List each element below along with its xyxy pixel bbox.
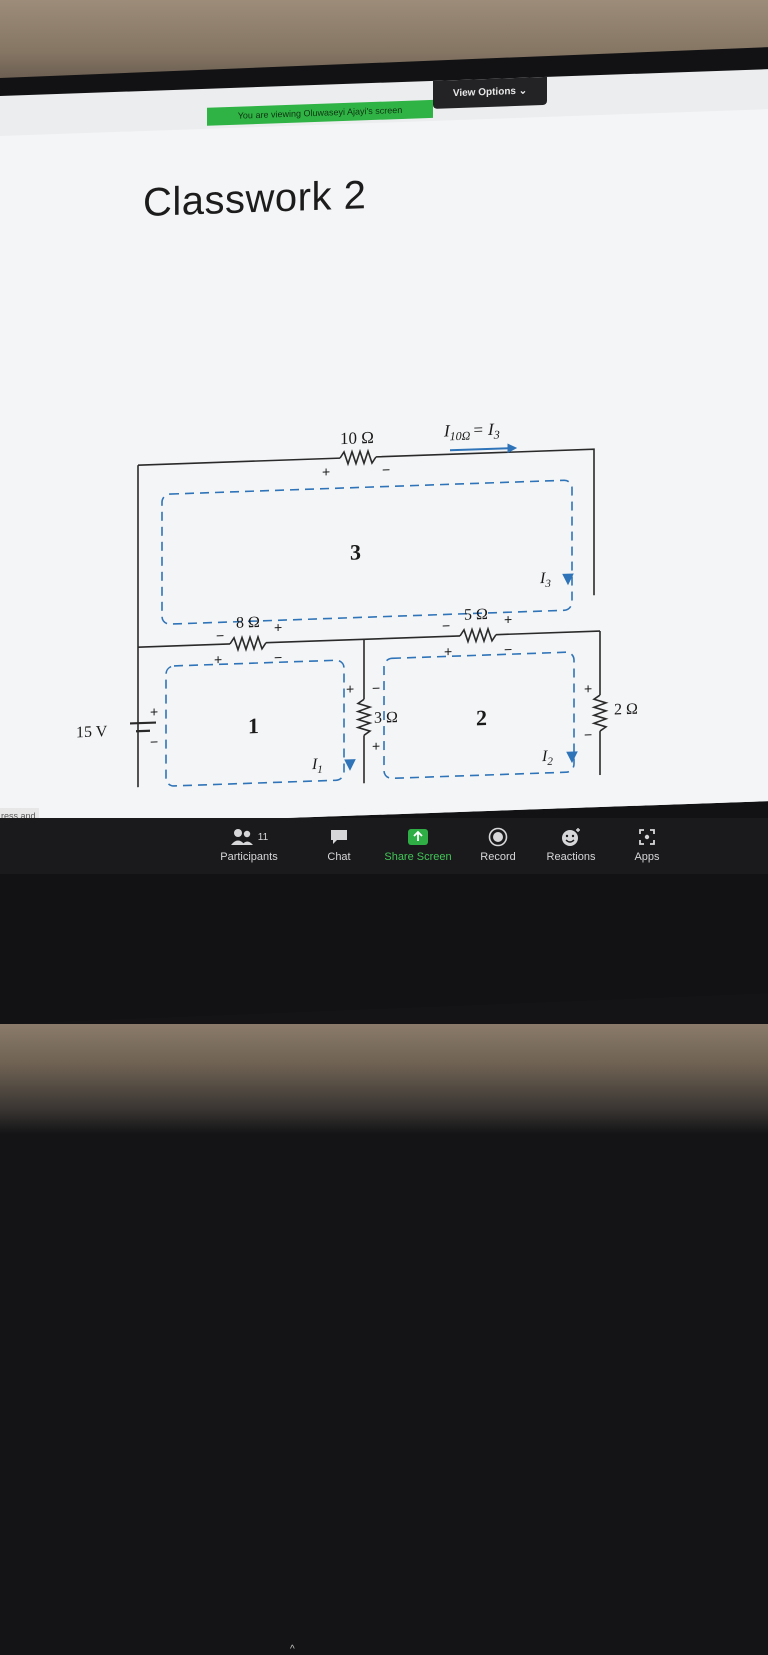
loop-1-path <box>165 659 345 787</box>
minus-3-ohm-top: − <box>372 680 380 696</box>
record-label: Record <box>480 851 516 863</box>
slide-title: Classwork 2 <box>143 173 367 226</box>
resistor-10-ohm <box>339 448 377 467</box>
label-10-ohm: 10 Ω <box>340 428 374 448</box>
label-source: 15 V <box>76 723 108 741</box>
apps-icon <box>602 826 692 848</box>
label-i10-eq: I10Ω= I3 <box>443 420 500 444</box>
loop-paths <box>161 479 575 787</box>
label-5-ohm: 5 Ω <box>464 606 488 624</box>
label-loop-1: 1 <box>248 713 259 738</box>
top-wire-left <box>138 457 340 466</box>
participants-count: 11 <box>257 831 269 843</box>
circuit-wires <box>130 448 609 794</box>
minus-2-ohm: − <box>584 726 592 742</box>
resistor-2-ohm <box>591 694 609 732</box>
minus-10-ohm: − <box>382 461 390 477</box>
current-arrows <box>344 443 578 771</box>
participants-button[interactable]: 11 Participants <box>204 826 294 863</box>
plus-3-ohm-bottom: + <box>372 738 380 754</box>
record-button[interactable]: Record <box>453 826 543 863</box>
minus-8-ohm: − <box>274 649 282 665</box>
reactions-icon <box>526 826 616 848</box>
apps-label: Apps <box>634 851 660 863</box>
top-wire-right <box>376 448 595 596</box>
share-screen-label: Share Screen <box>384 851 452 863</box>
minus-source: − <box>150 733 158 749</box>
view-options-label: View Options <box>452 85 516 100</box>
polarity-marks: + − − + + − − + + − + − + + − + − <box>150 461 592 754</box>
plus-5-ohm: + <box>444 643 452 659</box>
chat-label: Chat <box>327 851 351 863</box>
arrow-i10-head <box>507 443 518 454</box>
shared-screen: Classwork 2 <box>0 69 768 828</box>
plus-8-ohm: + <box>214 651 222 667</box>
label-loop-2: 2 <box>476 705 487 730</box>
right-wire-lower <box>364 731 601 794</box>
chat-icon <box>294 826 384 848</box>
minus-5-ohm: − <box>504 641 512 657</box>
resistor-8-ohm <box>229 634 267 653</box>
minus-8-ohm-top: − <box>216 627 224 643</box>
loop-2-path <box>383 651 575 780</box>
plus-8-ohm-top: + <box>274 619 282 635</box>
minus-5-ohm-top: − <box>442 617 450 633</box>
resistor-3-ohm <box>355 698 373 736</box>
label-i2: I2 <box>541 748 553 768</box>
label-3-ohm: 3 Ω <box>374 709 398 727</box>
label-loop-3: 3 <box>350 539 361 564</box>
presentation-slide: Classwork 2 <box>0 109 768 828</box>
plus-3-ohm: + <box>346 681 354 697</box>
plus-5-ohm-top: + <box>504 611 512 627</box>
arrow-i10 <box>450 447 510 452</box>
label-2-ohm: 2 Ω <box>614 701 638 719</box>
plus-10-ohm: + <box>322 463 330 479</box>
chevron-down-icon: ⌄ <box>518 85 528 97</box>
plus-2-ohm: + <box>584 680 592 696</box>
arrow-i2-head <box>566 751 578 764</box>
mid-wire-left <box>138 643 230 648</box>
arrow-i3-head <box>562 573 574 586</box>
share-screen-button[interactable]: Share Screen <box>373 826 463 863</box>
apps-button[interactable]: Apps <box>602 826 692 863</box>
participants-caret-icon[interactable]: ^ <box>290 1644 295 1655</box>
record-icon <box>453 826 543 848</box>
participants-icon: 11 <box>204 826 294 848</box>
mid-wire-right <box>496 630 600 636</box>
circuit-diagram: 10 Ω 8 Ω 5 Ω 3 Ω 2 Ω 15 V 1 2 3 I1 I2 I3… <box>76 420 638 794</box>
loop-3-path <box>161 479 573 625</box>
share-screen-icon <box>373 826 463 848</box>
participants-label: Participants <box>220 851 278 863</box>
reactions-button[interactable]: Reactions <box>526 826 616 863</box>
chat-button[interactable]: Chat <box>294 826 384 863</box>
view-options-button[interactable]: View Options ⌄ <box>433 76 547 109</box>
arrow-i1-head <box>344 759 356 771</box>
label-i1: I1 <box>311 756 323 776</box>
circuit-labels: 10 Ω 8 Ω 5 Ω 3 Ω 2 Ω 15 V 1 2 3 I1 I2 I3… <box>76 420 638 776</box>
reactions-label: Reactions <box>546 851 596 863</box>
label-i3: I3 <box>539 570 551 590</box>
mid-wire-center <box>266 635 460 644</box>
battery-15v <box>130 721 156 733</box>
plus-source: + <box>150 703 158 719</box>
resistor-5-ohm <box>459 626 497 645</box>
meeting-toolbar: 11 Participants ^ Chat Share Screen Reco… <box>0 818 768 1655</box>
label-8-ohm: 8 Ω <box>236 614 260 632</box>
